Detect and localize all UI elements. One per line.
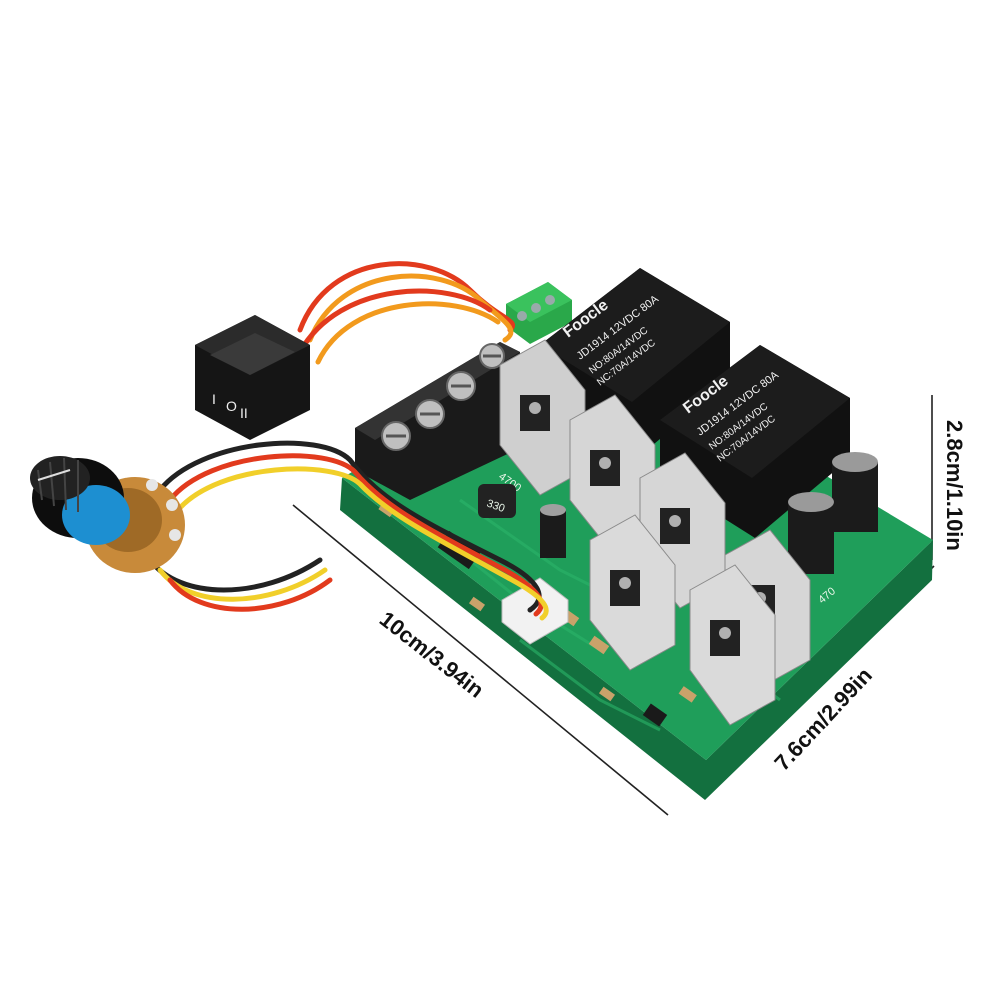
heatsinks xyxy=(499,339,811,726)
potentiometer xyxy=(30,456,185,573)
inductor: 330 xyxy=(478,484,516,518)
capacitor-small xyxy=(540,504,566,558)
heatsink-1 xyxy=(499,339,586,496)
capacitor-large-1 xyxy=(832,452,878,532)
pot-knob xyxy=(30,456,130,545)
switch-label-off: II xyxy=(240,405,248,421)
height-dimension-label: 2.8cm/1.10in xyxy=(942,420,967,551)
heatsink-6 xyxy=(689,564,776,726)
green-terminal-block xyxy=(506,282,572,344)
switch-label-on: I xyxy=(212,391,216,407)
inductor-label: 330 xyxy=(485,498,506,516)
wire-connector xyxy=(501,577,569,645)
switch-label-mid: O xyxy=(226,398,237,414)
heatsink-2 xyxy=(569,394,656,551)
rocker-switch: I O II xyxy=(195,315,310,440)
screw-terminal-block xyxy=(355,342,520,500)
terminal-screws xyxy=(381,343,505,451)
heatsink-4 xyxy=(589,514,676,671)
pot-wires xyxy=(147,440,549,621)
switch-wires xyxy=(297,261,515,365)
